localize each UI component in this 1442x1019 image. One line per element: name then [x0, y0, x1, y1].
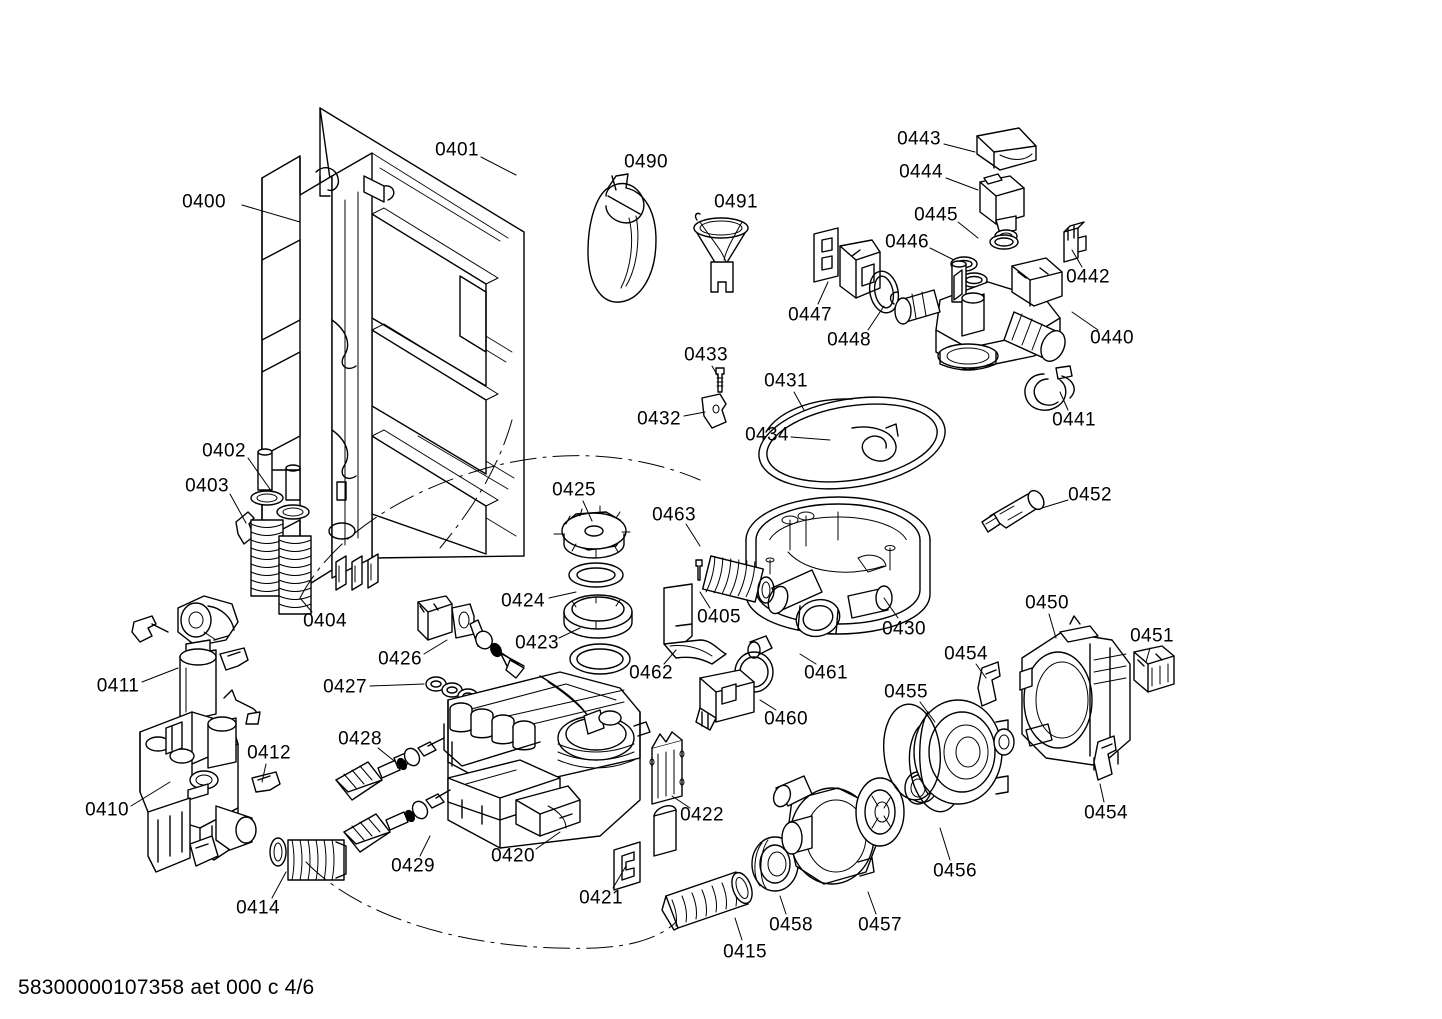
callout-spray-nozzle-assembly: 0426: [378, 648, 422, 670]
callout-retaining-clip: 0403: [185, 475, 229, 497]
hose-clamp-art: [1024, 365, 1075, 411]
callout-cap-screw-cover: 0425: [552, 479, 596, 501]
regeneration-valve-art: [131, 595, 249, 723]
heater-upper-art: [335, 737, 445, 801]
door-outer-panel-art: [319, 107, 525, 559]
callout-screw-small: 0433: [684, 344, 728, 366]
callout-flow-sensor: 0447: [788, 304, 832, 326]
retainer-bracket-art: [613, 841, 641, 891]
callout-corrugated-hose-pair: 0404: [303, 610, 347, 632]
callout-ntc-sensor: 0452: [1068, 484, 1112, 506]
support-bracket-art: [663, 583, 727, 665]
callout-pressure-switch: 0460: [764, 708, 808, 730]
pump-volute-cover-art: [883, 699, 1015, 805]
callout-sealing-ring: 0448: [827, 329, 871, 351]
callout-inner-door-liner: 0400: [182, 191, 226, 213]
spray-nozzle-art: [417, 595, 525, 679]
filter-bowl-art: [695, 367, 946, 638]
o-ring-large-art: [569, 643, 631, 675]
callout-o-ring-valve: 0445: [914, 204, 958, 226]
callout-support-bracket: 0462: [629, 662, 673, 684]
callout-water-switch-assembly: 0440: [1090, 327, 1134, 349]
callout-water-inlet-manifold: 0410: [85, 799, 129, 821]
callout-o-ring-pair: 0446: [885, 231, 929, 253]
callout-float-cup: 0412: [247, 742, 291, 764]
callout-retainer-bracket: 0421: [579, 887, 623, 909]
callout-corrugated-drain-hose: 0415: [723, 941, 767, 963]
filter-cartridge-art: [649, 731, 685, 857]
salt-cap-art: [553, 505, 631, 559]
lock-ring-art: [563, 594, 633, 639]
callout-sump-tank-housing: 0420: [491, 845, 535, 867]
terminal-connector-art: [1063, 221, 1087, 263]
callout-filter-cartridge: 0422: [680, 804, 724, 826]
callout-funnel-spout-cup: 0490: [624, 151, 668, 173]
o-ring-valve-art: [989, 234, 1019, 250]
callout-heater-element-lower: 0429: [391, 855, 435, 877]
inner-door-liner-art: [261, 152, 395, 591]
callout-impeller-seal-set: 0456: [933, 860, 977, 882]
footer-caption: 58300000107358 aet 000 c 4/6: [18, 976, 315, 999]
sump-tank-housing-art: [443, 671, 651, 849]
o-ring-switch-art: [747, 635, 773, 659]
water-switch-body-art: [889, 257, 1066, 371]
capacitor-art: [1133, 645, 1175, 693]
callout-drain-hose-connector: 0414: [236, 897, 280, 919]
pressure-switch-art: [695, 651, 774, 731]
callout-door-outer-panel: 0401: [435, 139, 479, 161]
callout-o-ring-switch: 0461: [804, 662, 848, 684]
callout-pump-volute-cover: 0455: [884, 681, 928, 703]
ntc-sensor-art: [981, 489, 1045, 533]
callout-pump-housing: 0457: [858, 914, 902, 936]
callout-lock-ring: 0424: [501, 590, 545, 612]
callout-circulation-pump-motor: 0450: [1025, 592, 1069, 614]
sealing-ring-art: [868, 270, 900, 314]
motor-clip-upper-art: [977, 661, 1001, 707]
callout-coarse-filter-ring: 0431: [764, 370, 808, 392]
callout-fine-filter-insert: 0434: [745, 424, 789, 446]
dispenser-cover-art: [976, 127, 1037, 171]
dispenser-cup-art: [587, 173, 657, 303]
callout-motor-clip-lower: 0454: [1084, 802, 1128, 824]
callout-dispenser-cover: 0443: [897, 128, 941, 150]
motor-clip-lower-art: [1093, 735, 1117, 781]
callout-drain-elbow-hose: 0463: [652, 504, 696, 526]
drain-hose-connector-art: [269, 837, 347, 881]
callout-hose-nipple: 0458: [769, 914, 813, 936]
callout-heater-element-upper: 0428: [338, 728, 382, 750]
filling-funnel-art: [693, 212, 749, 293]
callout-seal-ring: 0402: [202, 440, 246, 462]
callout-o-ring-large: 0423: [515, 632, 559, 654]
callout-motor-clip-upper: 0454: [944, 643, 988, 665]
callout-o-ring-set: 0427: [323, 676, 367, 698]
callout-filter-bowl-housing: 0430: [882, 618, 926, 640]
callout-regeneration-valve: 0411: [96, 675, 140, 697]
callout-hose-clamp: 0441: [1052, 409, 1096, 431]
seal-and-hose-art: [235, 448, 312, 615]
corrugated-drain-hose-art: [661, 871, 753, 931]
callout-screw: 0405: [697, 606, 741, 628]
callout-solenoid-valve: 0444: [899, 161, 943, 183]
water-inlet-manifold-art: [139, 689, 281, 873]
callout-terminal-connector: 0442: [1066, 266, 1110, 288]
callout-capacitor: 0451: [1130, 625, 1174, 647]
circulation-pump-motor-art: [1019, 615, 1131, 771]
heater-lower-art: [343, 789, 451, 853]
seal-ring-small-art: [568, 562, 624, 588]
callout-filter-clip: 0432: [637, 408, 681, 430]
solenoid-valve-art: [979, 173, 1025, 243]
callout-filling-funnel: 0491: [714, 191, 758, 213]
